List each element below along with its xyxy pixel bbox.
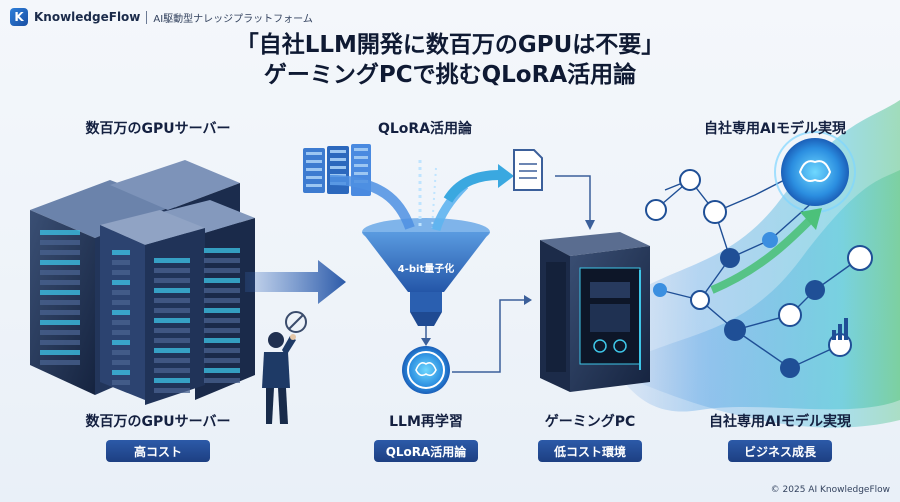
server-led	[204, 258, 240, 263]
server-led	[154, 258, 190, 263]
server-led	[40, 300, 80, 305]
col-foot-llm-retrain: LLM再学習	[389, 414, 463, 430]
server-led	[154, 278, 190, 283]
server-led	[154, 348, 190, 353]
flow-arrow-doc-to-pc	[555, 175, 591, 222]
growth-arrow	[710, 217, 813, 294]
server-led	[204, 338, 240, 343]
server-led	[154, 358, 190, 363]
server-led-array	[40, 230, 240, 393]
server-led	[112, 320, 130, 325]
server-led	[154, 318, 190, 323]
server-led	[112, 280, 130, 285]
funnel-label: 4-bit量子化	[397, 264, 455, 275]
col-foot-ai-model: 自社専用AIモデル実現	[708, 414, 852, 430]
header-bar: K KnowledgeFlow AI駆動型ナレッジプラットフォーム	[10, 7, 313, 27]
server-led	[204, 308, 240, 313]
pill-qlora: QLoRA活用論	[374, 440, 478, 462]
gaming-pc-icon	[540, 232, 650, 392]
brand-tagline: AI駆動型ナレッジプラットフォーム	[153, 13, 313, 25]
flow-arrow-main	[245, 260, 346, 304]
prohibited-icon	[285, 311, 307, 333]
worried-person-icon	[262, 332, 296, 424]
col-foot-gaming-pc: ゲーミングPC	[544, 414, 636, 430]
document-icon	[513, 149, 543, 191]
copyright: © 2025 AI KnowledgeFlow	[770, 485, 890, 495]
funnel-icon	[329, 160, 490, 326]
server-led	[112, 380, 130, 385]
server-led	[204, 348, 240, 353]
server-led	[204, 278, 240, 283]
server-led	[40, 340, 80, 345]
server-led	[112, 310, 130, 315]
server-led	[112, 250, 130, 255]
server-led	[40, 360, 80, 365]
server-led	[154, 388, 190, 393]
server-led	[40, 240, 80, 245]
server-led	[40, 260, 80, 265]
server-led	[204, 248, 240, 253]
bar-chart-icon	[832, 318, 848, 340]
brain-icon	[402, 346, 450, 394]
server-led	[204, 328, 240, 333]
page-title-line2: ゲーミングPCで挑むQLoRA活用論	[263, 62, 637, 88]
server-led	[112, 260, 130, 265]
server-led	[204, 268, 240, 273]
server-led	[40, 330, 80, 335]
server-led	[40, 270, 80, 275]
server-led	[154, 268, 190, 273]
col-head-qlora: QLoRA活用論	[377, 121, 473, 137]
server-led	[112, 300, 130, 305]
server-led	[154, 298, 190, 303]
server-led	[112, 330, 130, 335]
server-led	[204, 318, 240, 323]
header-divider	[146, 10, 148, 24]
logo-icon: K	[10, 8, 28, 26]
server-led	[112, 360, 130, 365]
server-led	[40, 230, 80, 235]
server-led	[154, 378, 190, 383]
server-led	[112, 350, 130, 355]
server-led	[154, 308, 190, 313]
server-led	[204, 378, 240, 383]
server-led	[112, 340, 130, 345]
server-led	[154, 288, 190, 293]
server-led	[112, 370, 130, 375]
col-head-ai-model: 自社専用AIモデル実現	[703, 121, 847, 137]
server-led	[40, 350, 80, 355]
server-led	[112, 270, 130, 275]
brand-name: KnowledgeFlow	[34, 10, 141, 24]
server-led	[40, 280, 80, 285]
server-led	[204, 288, 240, 293]
col-foot-gpu-server: 数百万のGPUサーバー	[85, 414, 231, 430]
server-led	[40, 250, 80, 255]
ai-brain-orb-icon	[774, 131, 856, 213]
col-head-gpu-server: 数百万のGPUサーバー	[85, 121, 231, 137]
server-led	[154, 368, 190, 373]
pill-low-cost: 低コスト環境	[538, 440, 642, 462]
server-led	[154, 328, 190, 333]
server-led	[40, 320, 80, 325]
pill-high-cost: 高コスト	[106, 440, 210, 462]
server-led	[112, 290, 130, 295]
server-led	[204, 298, 240, 303]
server-led	[204, 368, 240, 373]
flow-arrow-to-doc	[443, 170, 501, 203]
page-title-line1: 「自社LLM開発に数百万のGPUは不要」	[235, 32, 665, 58]
flow-arrow-brain-to-pc	[452, 299, 526, 373]
pill-business-growth: ビジネス成長	[728, 440, 832, 462]
server-led	[40, 310, 80, 315]
server-led	[40, 290, 80, 295]
server-led	[154, 338, 190, 343]
server-led	[204, 358, 240, 363]
network-nodes	[645, 169, 873, 378]
